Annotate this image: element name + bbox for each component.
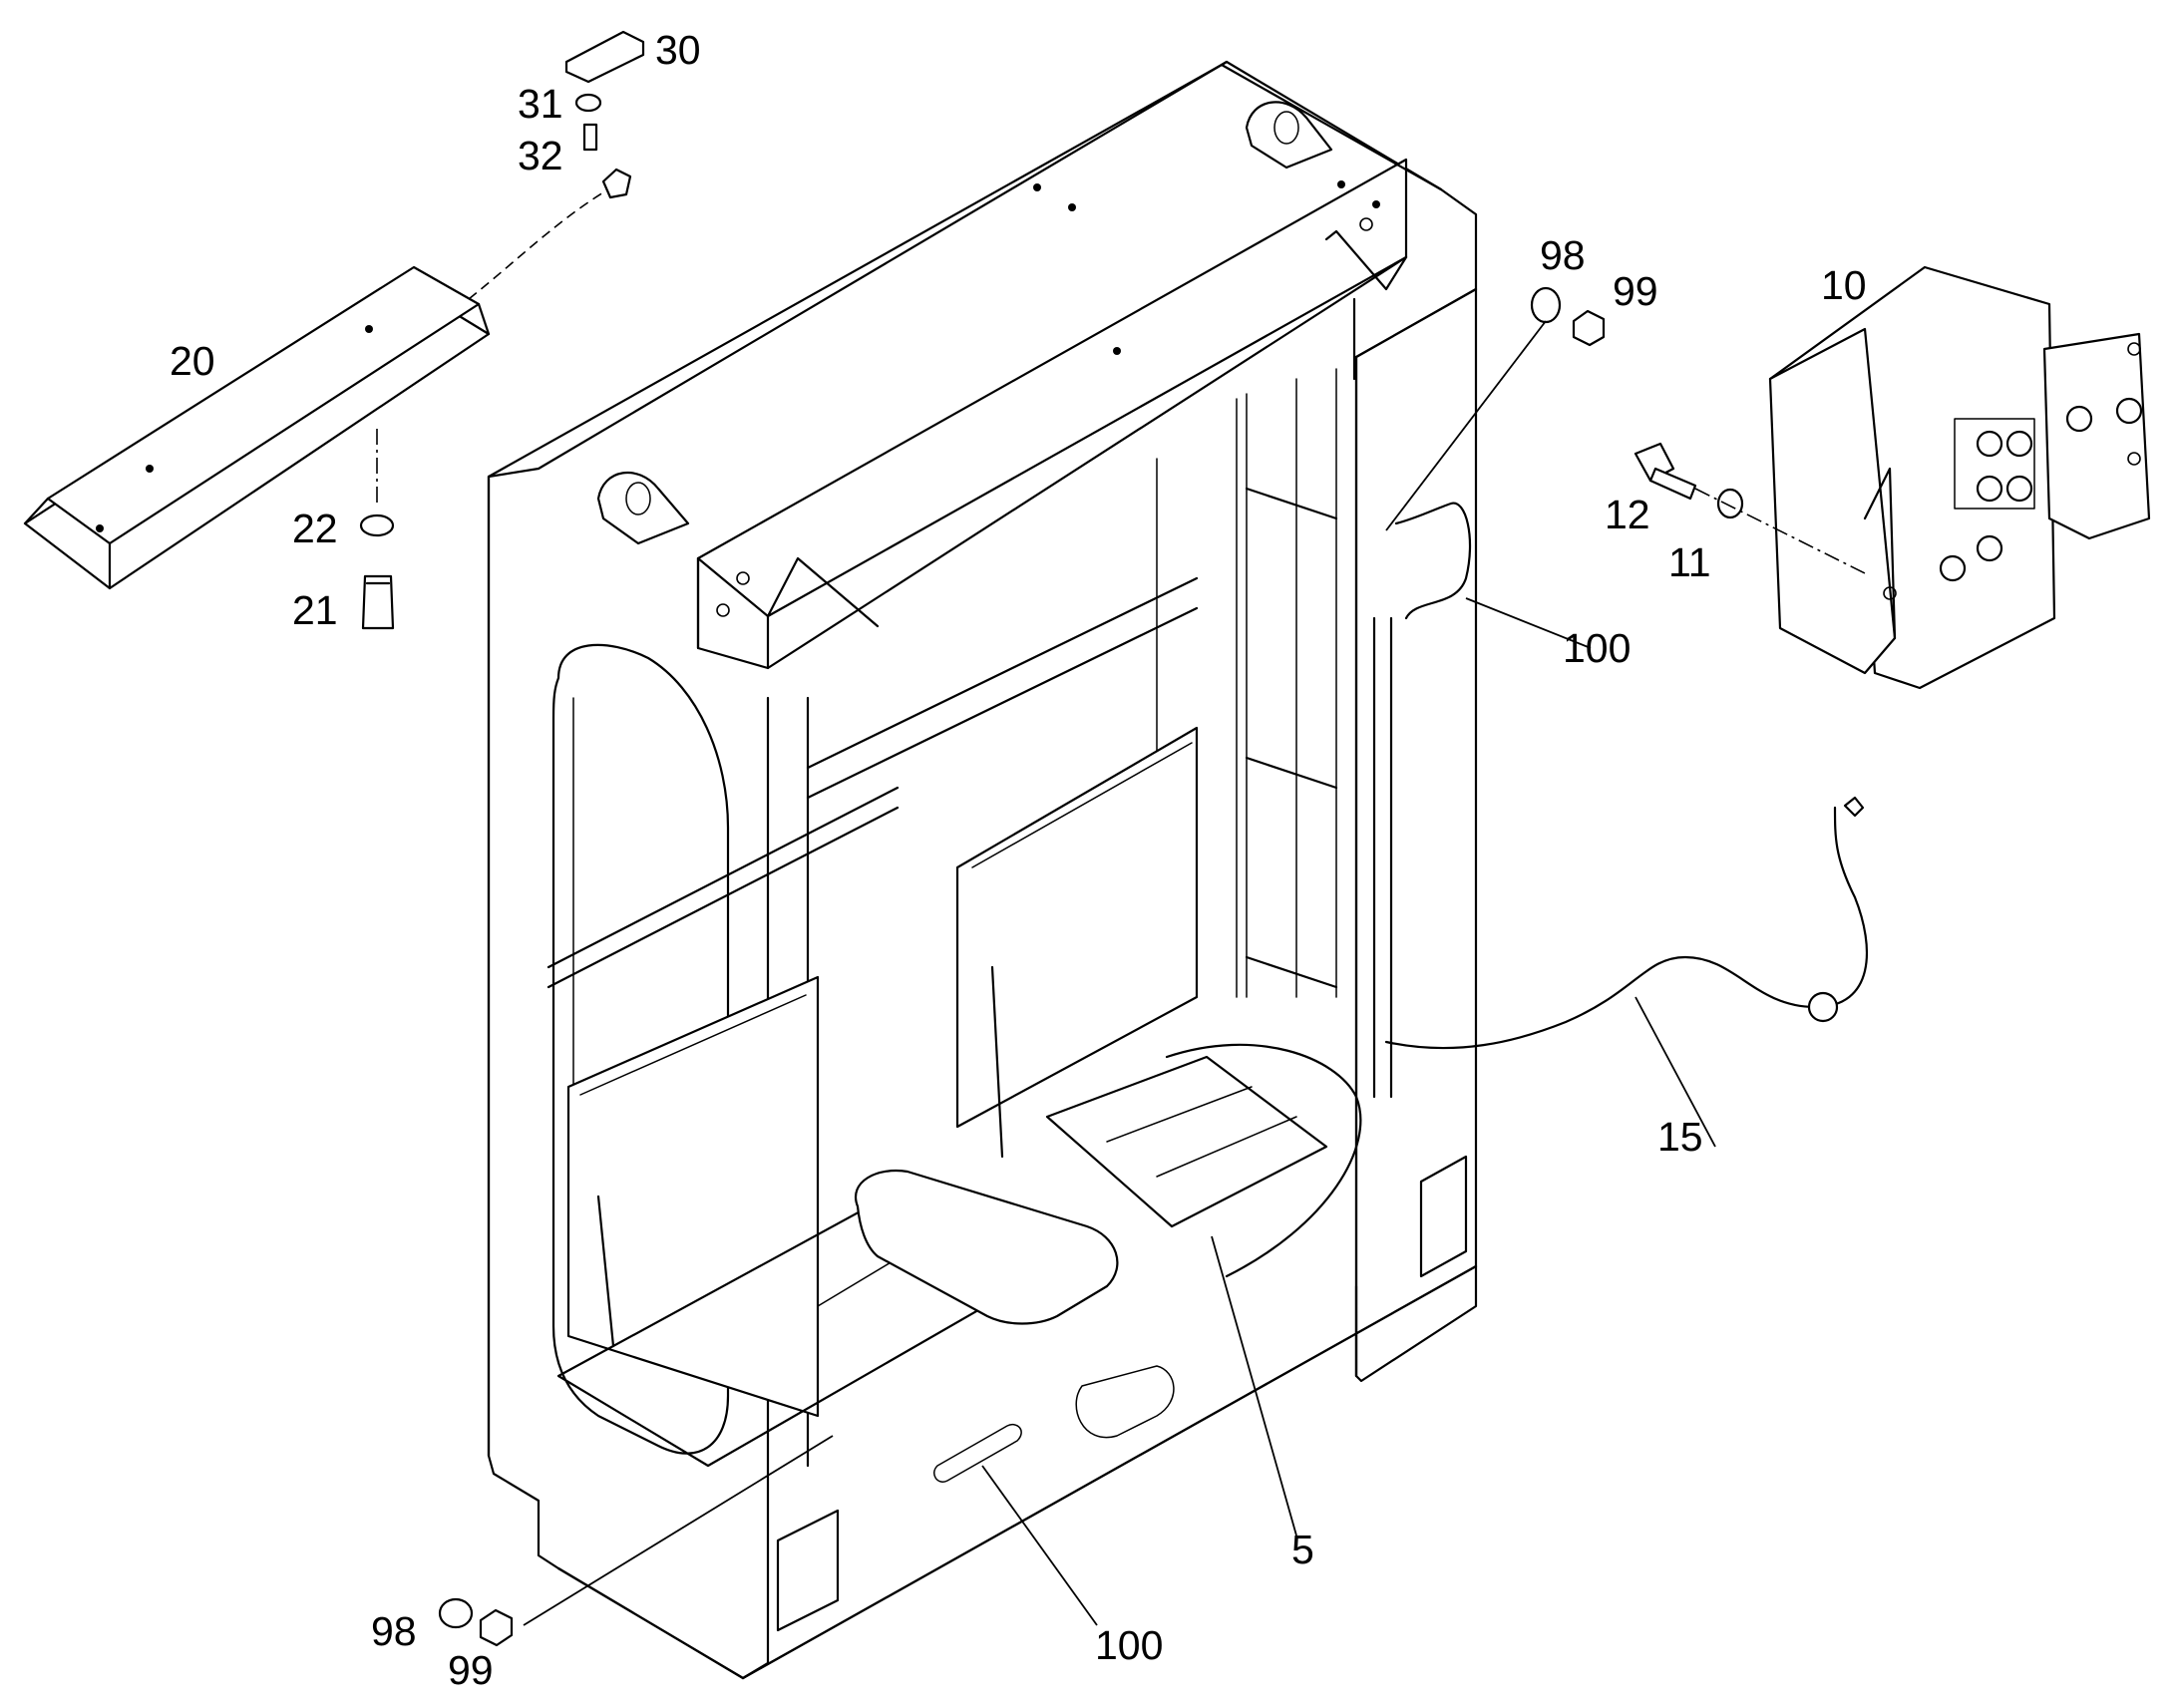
bracket-20 <box>23 265 491 590</box>
cabinet-frame <box>487 60 1478 1680</box>
callout-15: 15 <box>1657 1114 1703 1160</box>
callout-5: 5 <box>1291 1527 1314 1572</box>
callout-99-bottom: 99 <box>448 1647 494 1693</box>
clip-30 <box>564 30 645 84</box>
nut-99-top <box>1572 309 1606 347</box>
callout-100-bottom: 100 <box>1095 1622 1164 1668</box>
contactor-assembly <box>1768 265 2151 690</box>
washer-22 <box>359 513 395 537</box>
callout-98-top: 98 <box>1540 232 1586 278</box>
washer-98-bottom <box>438 1597 474 1629</box>
callout-20: 20 <box>170 338 215 384</box>
callout-32: 32 <box>518 133 563 178</box>
washer-31 <box>574 93 602 113</box>
callout-10: 10 <box>1821 262 1867 308</box>
callout-11: 11 <box>1668 539 1711 585</box>
cable-lug <box>601 168 632 199</box>
callout-100-right: 100 <box>1563 625 1632 671</box>
callout-12: 12 <box>1605 492 1650 537</box>
washer-98-top <box>1530 286 1562 324</box>
callout-22: 22 <box>292 506 338 551</box>
leader-lines <box>523 320 1716 1626</box>
callout-99-top: 99 <box>1613 268 1658 314</box>
callout-98-bottom: 98 <box>371 1608 417 1654</box>
callout-21: 21 <box>292 587 338 633</box>
callout-30: 30 <box>655 27 701 73</box>
cable-15 <box>1384 796 1869 1050</box>
cable-100-right <box>1394 502 1472 620</box>
washer-11 <box>1716 488 1744 519</box>
bolt-12 <box>1634 442 1697 501</box>
screw-32 <box>582 123 598 152</box>
nut-99-bottom <box>479 1608 514 1647</box>
callout-31: 31 <box>518 81 563 127</box>
bolt-21 <box>361 574 395 630</box>
